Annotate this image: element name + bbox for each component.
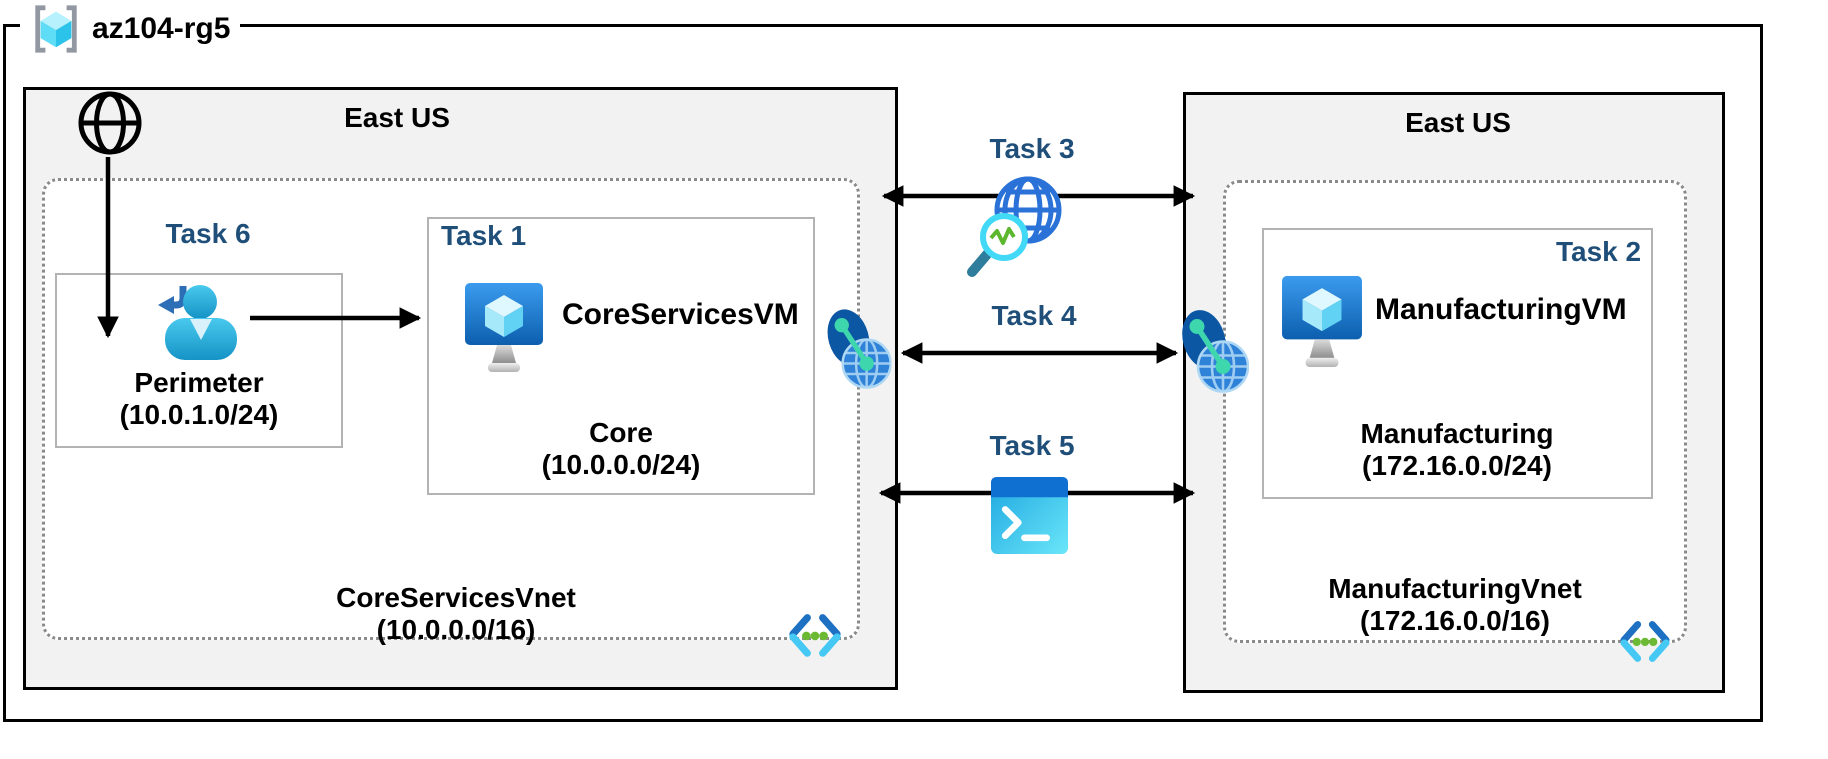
guest-user-return-arrow-icon	[158, 285, 237, 360]
task1-label: Task 1	[441, 220, 527, 251]
task6-label: Task 6	[165, 218, 251, 249]
manufacturing-vnet-cidr: (172.16.0.0/16)	[1360, 605, 1550, 636]
manufacturing-vnet-name: ManufacturingVnet	[1328, 573, 1582, 604]
manufacturing-subnet-name: Manufacturing	[1360, 418, 1554, 449]
core-subnet-label: Core (10.0.0.0/24)	[542, 417, 701, 481]
perimeter-subnet-label: Perimeter (10.0.1.0/24)	[120, 367, 279, 431]
subnet-box-perimeter	[55, 273, 343, 448]
resource-group-label: az104-rg5	[20, 0, 241, 58]
task2-label: Task 2	[1556, 236, 1642, 267]
vnet-peering-icon-right	[1181, 306, 1249, 403]
perimeter-subnet-cidr: (10.0.1.0/24)	[119, 399, 279, 430]
code-brackets-icon-left	[786, 612, 844, 658]
coreservices-vnet-cidr: (10.0.0.0/16)	[376, 614, 536, 645]
core-subnet-name: Core	[589, 417, 653, 448]
manufacturing-subnet-label: Manufacturing (172.16.0.0/24)	[1361, 418, 1554, 482]
manufacturing-subnet-cidr: (172.16.0.0/24)	[1362, 450, 1552, 481]
cloud-shell-icon	[991, 477, 1068, 554]
network-watcher-icon	[967, 176, 1062, 277]
manufacturing-vm-name: ManufacturingVM	[1375, 293, 1627, 326]
virtual-machine-icon	[1281, 275, 1363, 373]
task4-label: Task 4	[991, 300, 1077, 331]
virtual-machine-icon	[464, 283, 544, 377]
coreservices-vnet-name: CoreServicesVnet	[336, 582, 576, 613]
code-brackets-icon-right	[1616, 619, 1674, 663]
region-title-right: East US	[1405, 107, 1511, 138]
task3-label: Task 3	[989, 133, 1075, 164]
core-vm-name: CoreServicesVM	[562, 298, 799, 331]
coreservices-vnet-label: CoreServicesVnet (10.0.0.0/16)	[336, 582, 576, 646]
subnet-box-core	[427, 217, 815, 495]
internet-globe-icon	[78, 91, 142, 155]
manufacturing-vnet-label: ManufacturingVnet (172.16.0.0/16)	[1328, 573, 1582, 637]
perimeter-subnet-name: Perimeter	[134, 367, 264, 398]
task5-label: Task 5	[989, 430, 1075, 461]
core-subnet-cidr: (10.0.0.0/24)	[541, 449, 701, 480]
vnet-peering-icon-left	[825, 306, 893, 398]
resource-group-name: az104-rg5	[92, 12, 231, 45]
resource-group-icon	[35, 5, 77, 53]
region-title-left: East US	[344, 102, 450, 133]
